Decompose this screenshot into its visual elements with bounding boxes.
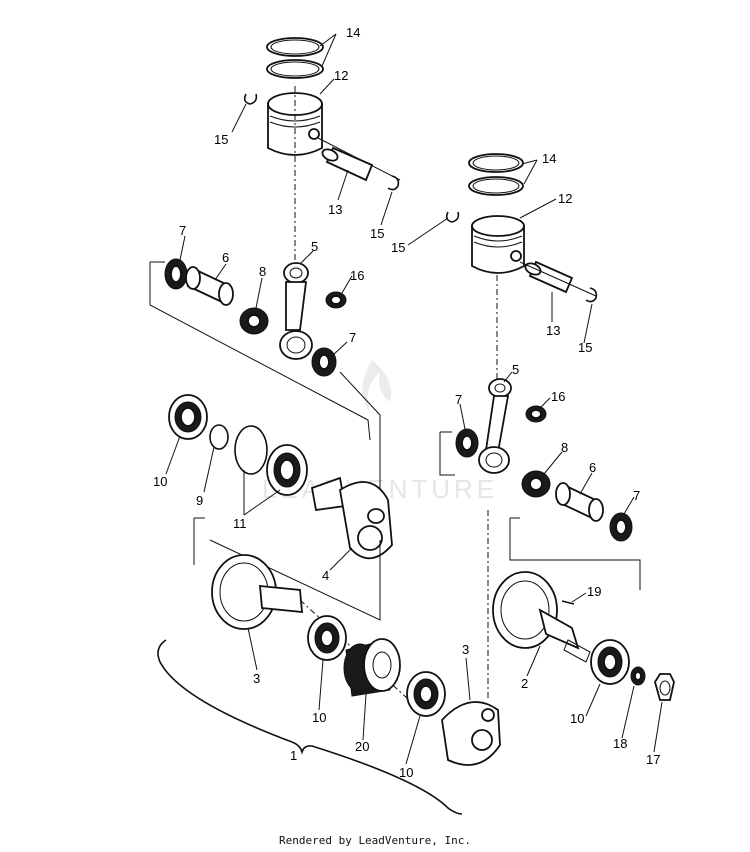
needle-bearing-right (521, 470, 551, 498)
needle-bearing-left-small (325, 291, 347, 309)
callout-13-right: 13 (546, 323, 560, 338)
callout-6-left: 6 (222, 250, 229, 265)
footer-credit: Rendered by LeadVenture, Inc. (278, 834, 472, 847)
callout-18: 18 (613, 736, 627, 751)
ball-bearing-right (590, 639, 630, 685)
crankshaft-half-3-center (441, 701, 501, 766)
lock-washer-18 (630, 666, 646, 686)
callout-5-right: 5 (512, 362, 519, 377)
callout-12-right: 12 (558, 191, 572, 206)
washer-right-a (455, 428, 479, 458)
callout-8-right: 8 (561, 440, 568, 455)
leader-lines (165, 33, 663, 765)
callout-1: 1 (290, 748, 297, 763)
callout-7-right-b: 7 (633, 488, 640, 503)
crank-pin-right (555, 482, 604, 522)
callout-6-right: 6 (589, 460, 596, 475)
assembly-brace-1 (157, 639, 463, 815)
circlip-right-b (585, 287, 598, 303)
callout-16-right: 16 (551, 389, 565, 404)
wrist-pin-right (524, 260, 574, 294)
callout-5-left: 5 (311, 239, 318, 254)
ball-bearing-left-low (406, 671, 446, 717)
callout-numbers: 14 12 15 13 15 7 6 8 5 16 7 10 9 11 4 3 … (153, 25, 660, 780)
ball-bearing-11 (266, 444, 308, 496)
callout-8-left: 8 (259, 264, 266, 279)
nut-17 (654, 673, 675, 701)
crankshaft-half-2 (492, 571, 591, 663)
callout-14-right: 14 (542, 151, 556, 166)
callout-12-left: 12 (334, 68, 348, 83)
callout-15-left-a: 15 (214, 132, 228, 147)
crank-pin-left (185, 266, 234, 306)
ball-bearing-left-mid (307, 615, 347, 661)
callout-10-left-c: 10 (399, 765, 413, 780)
callout-2: 2 (521, 676, 528, 691)
callout-11: 11 (233, 516, 247, 531)
callout-10-left-b: 10 (312, 710, 326, 725)
callout-9: 9 (196, 493, 203, 508)
washer-left-a (164, 258, 188, 290)
piston-rings-right (468, 153, 524, 196)
callout-3-left: 3 (253, 671, 260, 686)
callout-7-left-a: 7 (179, 223, 186, 238)
piston-rings-left (266, 37, 324, 79)
callout-3-center: 3 (462, 642, 469, 657)
crankshaft-half-3-left (211, 554, 303, 630)
callout-15-right-b: 15 (578, 340, 592, 355)
ball-bearing-left-top (168, 394, 208, 440)
snap-ring-11 (234, 425, 268, 475)
guide-line-left-a (149, 262, 371, 441)
circlip-right-a (445, 211, 460, 223)
connecting-rod-left (279, 262, 313, 360)
labyrinth-seal-20 (343, 638, 401, 697)
piston-right (471, 215, 525, 274)
snap-ring-9 (209, 424, 229, 450)
washer-left-b (311, 347, 337, 377)
callout-10-left-a: 10 (153, 474, 167, 489)
needle-bearing-right-small (525, 405, 547, 423)
crankshaft-half-4 (310, 476, 393, 560)
washer-right-b (609, 512, 633, 542)
callout-10-right: 10 (570, 711, 584, 726)
callout-14-left: 14 (346, 25, 360, 40)
callout-15-right-a: 15 (391, 240, 405, 255)
callout-7-left-b: 7 (349, 330, 356, 345)
callout-7-right-a: 7 (455, 392, 462, 407)
key-19 (561, 600, 575, 605)
callout-16-left: 16 (350, 268, 364, 283)
callout-15-left-b: 15 (370, 226, 384, 241)
circlip-left-a (243, 93, 258, 105)
callout-19: 19 (587, 584, 601, 599)
callout-17: 17 (646, 752, 660, 767)
callout-4: 4 (322, 568, 329, 583)
connecting-rod-right (478, 378, 512, 474)
needle-bearing-left (239, 307, 269, 335)
callout-20: 20 (355, 739, 369, 754)
callout-13-left: 13 (328, 202, 342, 217)
